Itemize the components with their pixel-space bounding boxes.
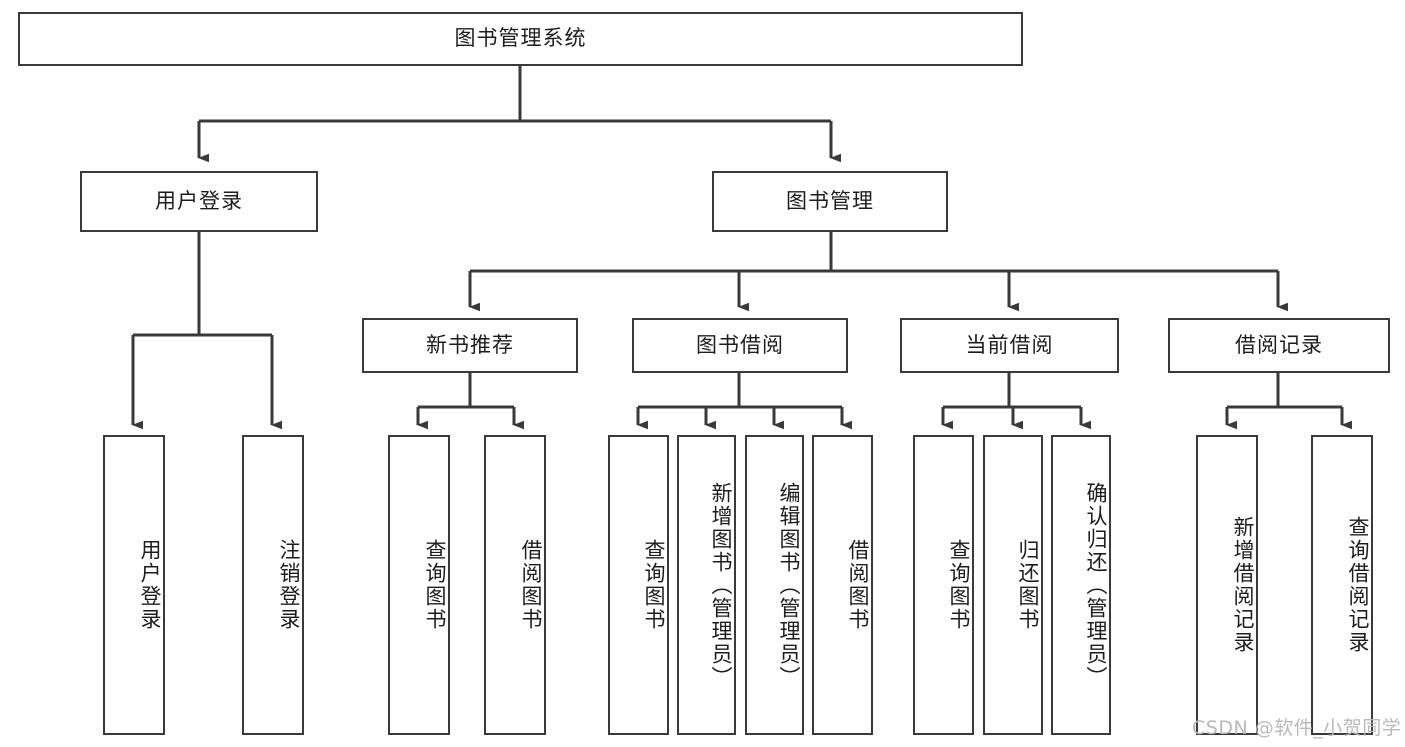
node-leaf-add-book-admin[interactable]: 新增图书（管理员）: [677, 435, 736, 735]
node-leaf-return-book-label: 归还图书: [1016, 539, 1040, 631]
node-new-book-recommend-label: 新书推荐: [426, 332, 514, 357]
node-leaf-query-book-borrow-label: 查询图书: [642, 539, 666, 631]
node-borrow-record-label: 借阅记录: [1235, 332, 1323, 357]
node-current-borrow[interactable]: 当前借阅: [900, 318, 1119, 373]
node-leaf-user-login[interactable]: 用户登录: [103, 435, 165, 735]
node-leaf-edit-book-admin-label: 编辑图书（管理员）: [777, 481, 801, 689]
node-book-borrow-label: 图书借阅: [696, 332, 784, 357]
node-borrow-record[interactable]: 借阅记录: [1168, 318, 1390, 373]
watermark-csdn: CSDN @软件_小贺同学: [1192, 717, 1402, 739]
node-leaf-borrow-book-label: 借阅图书: [846, 539, 870, 631]
node-leaf-query-borrow-record-label: 查询借阅记录: [1346, 516, 1370, 654]
node-leaf-query-book-current[interactable]: 查询图书: [913, 435, 974, 735]
node-leaf-query-book-recommend[interactable]: 查询图书: [388, 435, 450, 735]
node-root-system-label: 图书管理系统: [454, 26, 587, 51]
node-leaf-borrow-book-recommend[interactable]: 借阅图书: [484, 435, 546, 735]
node-book-management-label: 图书管理: [786, 188, 874, 213]
node-leaf-logout[interactable]: 注销登录: [242, 435, 304, 735]
node-leaf-confirm-return-admin-label: 确认归还（管理员）: [1084, 481, 1108, 689]
node-book-borrow[interactable]: 图书借阅: [632, 318, 848, 373]
node-leaf-query-borrow-record[interactable]: 查询借阅记录: [1311, 435, 1373, 735]
node-root-system[interactable]: 图书管理系统: [18, 12, 1023, 66]
node-leaf-return-book[interactable]: 归还图书: [983, 435, 1043, 735]
node-user-login[interactable]: 用户登录: [80, 171, 318, 232]
node-new-book-recommend[interactable]: 新书推荐: [362, 318, 578, 373]
node-leaf-user-login-label: 用户登录: [138, 539, 162, 631]
node-leaf-borrow-book[interactable]: 借阅图书: [812, 435, 873, 735]
node-user-login-label: 用户登录: [155, 188, 243, 213]
node-leaf-edit-book-admin[interactable]: 编辑图书（管理员）: [745, 435, 804, 735]
node-leaf-logout-label: 注销登录: [277, 539, 301, 631]
node-leaf-query-book-recommend-label: 查询图书: [423, 539, 447, 631]
node-leaf-borrow-book-recommend-label: 借阅图书: [519, 539, 543, 631]
node-current-borrow-label: 当前借阅: [965, 332, 1054, 357]
node-leaf-query-book-current-label: 查询图书: [947, 539, 971, 631]
node-leaf-add-borrow-record[interactable]: 新增借阅记录: [1196, 435, 1258, 735]
node-book-management[interactable]: 图书管理: [712, 171, 948, 232]
node-leaf-confirm-return-admin[interactable]: 确认归还（管理员）: [1051, 435, 1111, 735]
node-leaf-add-borrow-record-label: 新增借阅记录: [1231, 516, 1255, 654]
node-leaf-query-book-borrow[interactable]: 查询图书: [608, 435, 669, 735]
node-leaf-add-book-admin-label: 新增图书（管理员）: [709, 481, 733, 689]
